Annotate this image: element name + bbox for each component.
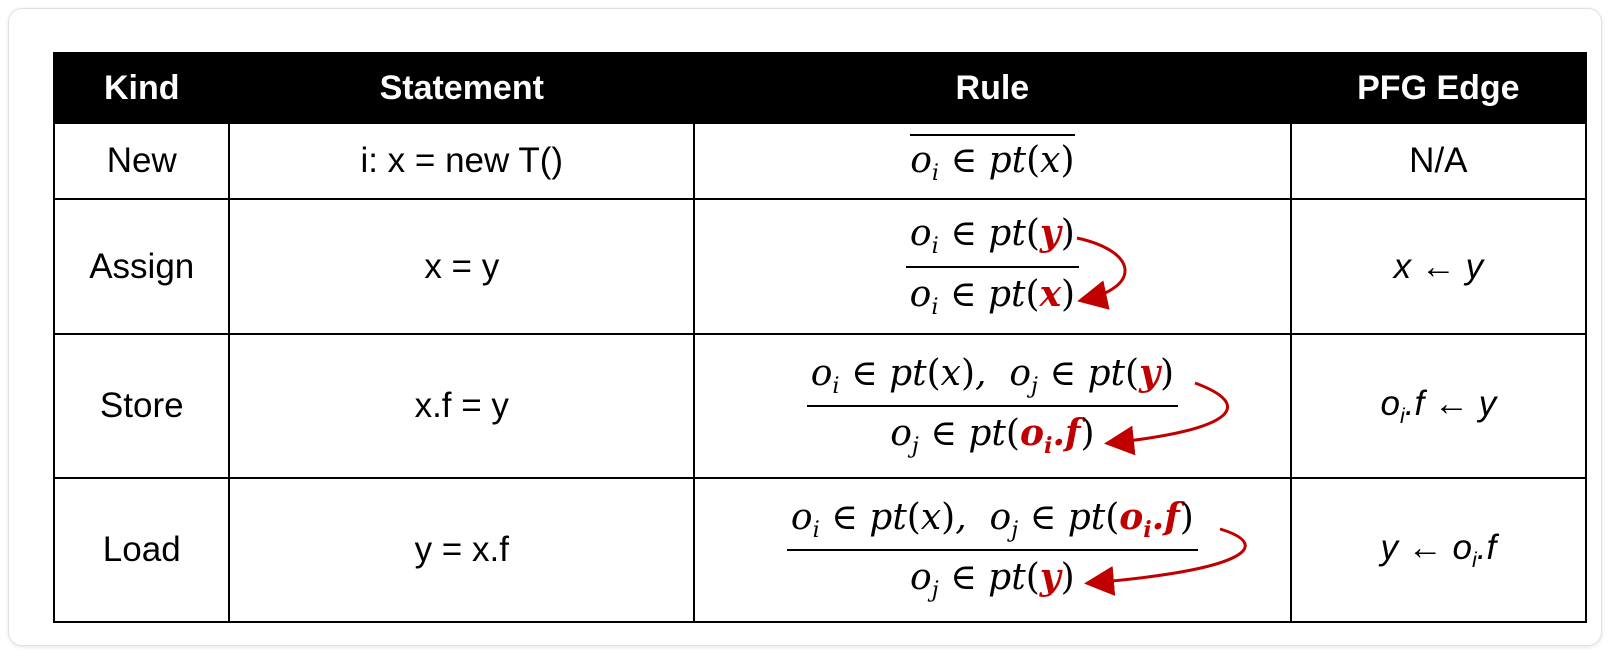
statement-cell: x.f = y xyxy=(228,333,696,479)
header-rule: Rule xyxy=(693,52,1292,124)
pfg-edge-cell: N/A xyxy=(1289,122,1588,200)
header-kind: Kind xyxy=(52,52,231,124)
rule-premise: oi ∈ pt(y) xyxy=(905,211,1079,268)
statement-cell: y = x.f xyxy=(228,477,696,623)
rule-conclusion: oj ∈ pt(y) xyxy=(910,556,1075,604)
kind-cell: Store xyxy=(52,333,231,479)
rule-premise: oi ∈ pt(x), oj ∈ pt(y) xyxy=(806,351,1179,407)
pfg-edge-cell: x ← y xyxy=(1289,198,1588,335)
kind-cell: Assign xyxy=(52,198,231,335)
statement-cell: i: x = new T() xyxy=(228,122,696,200)
rule-formula: oi ∈ pt(x), oj ∈ pt(oi.f) oj ∈ pt(y) xyxy=(786,495,1198,605)
rule-conclusion: oi ∈ pt(x) xyxy=(909,272,1076,320)
pfg-edge-cell: y ← oi.f xyxy=(1289,477,1588,623)
kind-cell: Load xyxy=(52,477,231,623)
rule-formula: oi ∈ pt(x), oj ∈ pt(y) oj ∈ pt(oi.f) xyxy=(806,351,1179,461)
header-statement: Statement xyxy=(228,52,696,124)
rule-cell: oi ∈ pt(x) xyxy=(693,122,1292,200)
rule-conclusion: oi ∈ pt(x) xyxy=(910,133,1075,188)
pfg-edge-cell: oi.f ← y xyxy=(1289,333,1588,479)
rule-conclusion: oj ∈ pt(oi.f) xyxy=(890,412,1095,460)
points-to-rules-table: Kind Statement Rule PFG Edge New i: x = … xyxy=(52,52,1588,623)
rule-cell: oi ∈ pt(x), oj ∈ pt(y) oj ∈ pt(oi.f) xyxy=(693,333,1292,479)
table-row-load: Load y = x.f oi ∈ pt(x), oj ∈ pt(oi.f) o… xyxy=(52,477,1588,623)
kind-cell: New xyxy=(52,122,231,200)
table-row-assign: Assign x = y oi ∈ pt(y) oi ∈ pt(x) x ← y xyxy=(52,198,1588,335)
header-pfg-edge: PFG Edge xyxy=(1289,52,1588,124)
header-row: Kind Statement Rule PFG Edge xyxy=(52,52,1588,124)
rule-premise: oi ∈ pt(x), oj ∈ pt(oi.f) xyxy=(786,495,1198,551)
rule-cell: oi ∈ pt(y) oi ∈ pt(x) xyxy=(693,198,1292,335)
table-row-new: New i: x = new T() oi ∈ pt(x) N/A xyxy=(52,122,1588,200)
rule-cell: oi ∈ pt(x), oj ∈ pt(oi.f) oj ∈ pt(y) xyxy=(693,477,1292,623)
rule-formula: oi ∈ pt(x) xyxy=(910,133,1075,188)
table-row-store: Store x.f = y oi ∈ pt(x), oj ∈ pt(y) oj … xyxy=(52,333,1588,479)
rule-formula: oi ∈ pt(y) oi ∈ pt(x) xyxy=(905,211,1079,321)
statement-cell: x = y xyxy=(228,198,696,335)
